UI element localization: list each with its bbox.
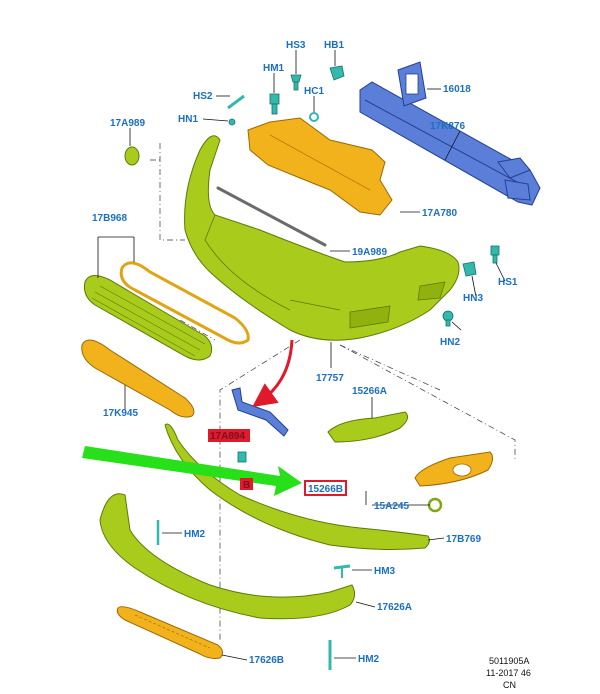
label-17a780: 17A780	[422, 208, 457, 219]
fasteners	[156, 65, 500, 670]
grille-mesh	[84, 275, 213, 361]
fastener-hn3	[462, 261, 477, 277]
fastener-hs3	[290, 74, 302, 91]
label-hn3: HN3	[463, 293, 483, 304]
bracket-17a894	[231, 387, 289, 437]
fastener-hm1	[269, 93, 280, 115]
label-17k876: 17K876	[430, 121, 465, 132]
label-hm2-left: HM2	[184, 529, 206, 540]
fastener-hn2	[442, 310, 454, 327]
fastener-hs2	[227, 94, 245, 110]
label-hs3: HS3	[286, 40, 306, 51]
highlight-box-15266b	[304, 480, 347, 496]
label-17k945: 17K945	[103, 408, 138, 419]
footer-region: CN	[503, 680, 516, 690]
bezel-15266b	[414, 451, 494, 487]
fastener-hc1	[309, 112, 319, 122]
label-19a989: 19A989	[352, 247, 387, 258]
label-17b968: 17B968	[92, 213, 127, 224]
skid-17626b	[116, 606, 224, 659]
footer-code-number: 5011905A	[489, 656, 529, 666]
cap-17a989	[124, 146, 140, 166]
fastener-b	[237, 451, 247, 463]
red-arrow	[252, 339, 294, 407]
label-hc1: HC1	[304, 86, 324, 97]
ring-15a245	[427, 497, 443, 513]
label-16018: 16018	[443, 84, 471, 95]
label-17626b: 17626B	[249, 655, 284, 666]
label-15266b: 15266B	[308, 484, 343, 495]
bumper-cover-17757	[184, 135, 460, 341]
fastener-hs1	[490, 245, 500, 264]
strip-19a989	[216, 186, 327, 247]
bezel-15266a	[327, 411, 409, 443]
grille-frame-17b968	[119, 261, 250, 345]
deflector-17a780	[247, 117, 393, 216]
label-hb1: HB1	[324, 40, 344, 51]
highlight-box-17a894	[208, 429, 250, 442]
construction-lines	[150, 143, 516, 640]
footer-code: 5011905A 11-2017 46 CN	[486, 656, 531, 690]
label-17757: 17757	[316, 373, 344, 384]
label-15a245: 15A245	[374, 501, 409, 512]
label-hm1: HM1	[263, 63, 285, 74]
label-hs2: HS2	[193, 91, 213, 102]
label-17a894: 17A894	[210, 431, 245, 442]
label-17a989: 17A989	[110, 118, 145, 129]
part-labels: HS3 HB1 HM1 HC1 HS2 HN1 16018 17A989 17K…	[92, 40, 518, 666]
valance-17626a	[99, 493, 356, 620]
leader-lines	[97, 50, 506, 661]
green-arrow	[82, 446, 302, 496]
label-hn1: HN1	[178, 114, 198, 125]
highlight-box-b	[240, 478, 253, 490]
bracket-16018	[397, 61, 427, 107]
label-17b769: 17B769	[446, 534, 481, 545]
label-15266a: 15266A	[352, 386, 387, 397]
fastener-hn1	[228, 118, 236, 126]
fastener-hm3	[333, 564, 351, 578]
trim-17k945	[81, 339, 195, 418]
label-b: B	[243, 480, 250, 491]
label-hs1: HS1	[498, 277, 518, 288]
label-hn2: HN2	[440, 337, 460, 348]
label-hm2-bottom: HM2	[358, 654, 380, 665]
label-17626a: 17626A	[377, 602, 412, 613]
label-hm3: HM3	[374, 566, 396, 577]
footer-date: 11-2017 46	[486, 668, 531, 678]
fastener-hb1	[329, 65, 345, 81]
reinforcement-beam-17k876	[359, 81, 541, 206]
